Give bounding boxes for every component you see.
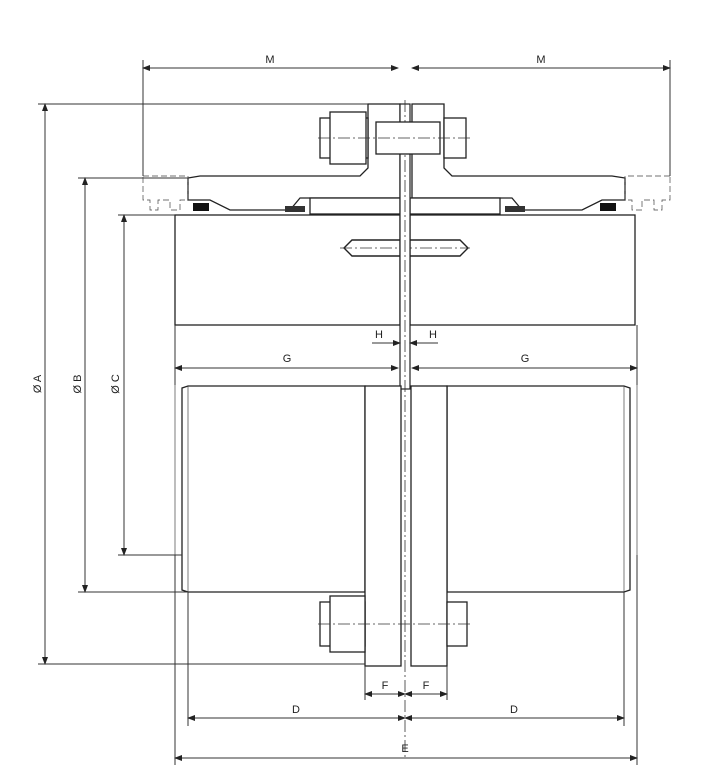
dimension-f: F F (364, 666, 448, 700)
label-e: E (401, 743, 408, 755)
top-bolt (318, 111, 470, 165)
label-h-right: H (429, 329, 437, 341)
label-d-right: D (510, 704, 518, 716)
label-d-left: D (292, 704, 300, 716)
label-f-left: F (382, 680, 389, 692)
label-f-right: F (423, 680, 430, 692)
label-h-left: H (375, 329, 383, 341)
label-m-left: M (265, 54, 274, 66)
hub-outline (174, 365, 638, 667)
label-g-right: G (521, 353, 530, 365)
dimension-g-left: G (174, 325, 399, 385)
dimension-dia-c: Ø C (110, 214, 182, 556)
dimension-dia-b: Ø B (72, 177, 188, 593)
bottom-bolt (318, 595, 470, 653)
phantom-outline (142, 175, 671, 211)
dimension-g-right: G (411, 325, 638, 385)
dimension-m-left: M (142, 54, 399, 176)
dimension-h: H H (372, 329, 438, 346)
dimension-dia-a: Ø A (32, 103, 368, 665)
dimension-d: D D (187, 592, 625, 726)
label-m-right: M (536, 54, 545, 66)
label-dia-a: Ø A (32, 374, 44, 393)
label-dia-b: Ø B (72, 375, 84, 394)
dimension-m-right: M (411, 54, 671, 176)
sleeve-section (174, 100, 636, 760)
label-g-left: G (283, 353, 292, 365)
label-dia-c: Ø C (110, 374, 122, 394)
dimension-e: E (174, 555, 638, 765)
